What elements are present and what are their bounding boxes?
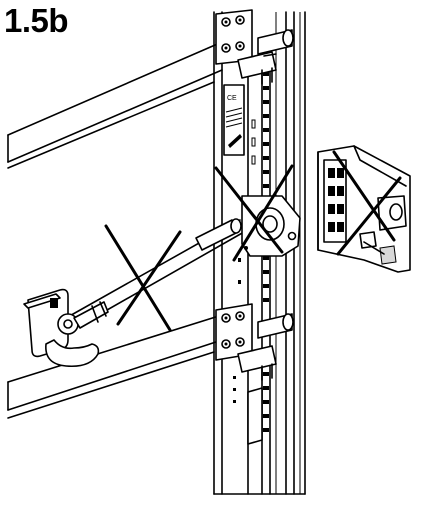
frame-lower-details — [213, 387, 306, 495]
locking-rod — [65, 218, 245, 331]
frame-perforation-strip — [263, 58, 269, 432]
door-panel-upper — [7, 41, 223, 169]
door-panel-lower — [7, 314, 223, 419]
hinge-bottom — [215, 303, 294, 381]
ce-mark: CE — [227, 95, 237, 102]
cross-out-wall-bracket — [332, 150, 402, 256]
step-label: 1.5b — [4, 2, 69, 39]
cross-out-lock-housing — [214, 164, 294, 262]
cross-out-handle — [104, 224, 182, 332]
handle-bracket — [23, 288, 109, 368]
wall-bracket — [317, 145, 411, 273]
hinge-top — [215, 9, 294, 85]
lock-housing — [241, 195, 301, 257]
rating-plate: CE — [223, 84, 245, 156]
